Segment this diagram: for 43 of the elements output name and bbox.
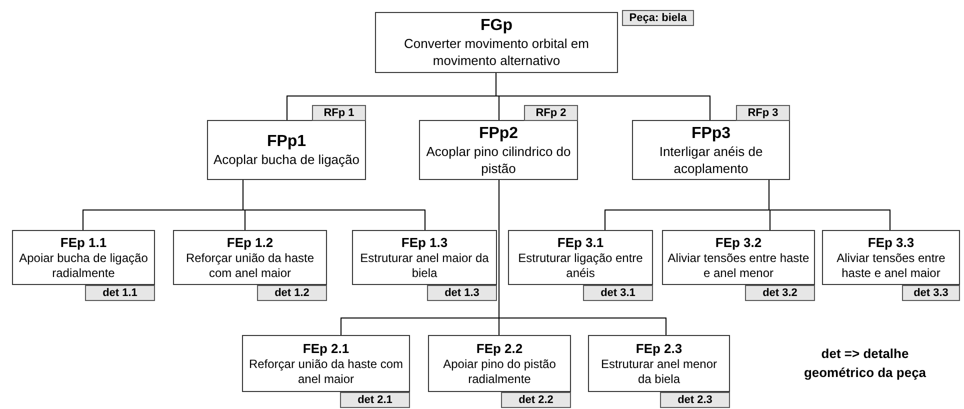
tag-label: RFp 2 xyxy=(524,105,578,121)
box-description: Estruturar anel maior da biela xyxy=(359,250,490,280)
box-heading: FPp2 xyxy=(478,124,518,142)
tag-label: det 2.3 xyxy=(660,392,730,408)
box-description: Interligar anéis de acoplamento xyxy=(658,142,764,176)
tag-label: det 1.3 xyxy=(427,285,497,301)
box-heading: FEp 2.3 xyxy=(636,340,682,356)
tag-label: det 3.3 xyxy=(902,285,960,301)
box-description: Acoplar pino cilindrico do pistão xyxy=(425,142,572,176)
box-heading: FGp xyxy=(480,16,512,35)
tag-label: det 1.1 xyxy=(85,285,155,301)
box-heading: FEp 2.2 xyxy=(476,340,523,356)
box-description: Apoiar pino do pistão radialmente xyxy=(442,356,557,386)
tag-label: det 2.2 xyxy=(501,392,571,408)
note-text: det => detalhe geométrico da peça xyxy=(802,345,928,382)
box-heading: FEp 3.2 xyxy=(715,234,762,250)
box-description: Converter movimento orbital em movimento alternativo xyxy=(403,35,590,69)
connector-line xyxy=(496,72,710,120)
tag-label: det 1.2 xyxy=(257,285,327,301)
tag-label: det 3.2 xyxy=(745,285,815,301)
box-description: Reforçar união da haste com anel maior xyxy=(184,250,316,280)
tag-label: RFp 1 xyxy=(312,105,366,121)
tag-label: det 2.1 xyxy=(340,392,410,408)
box-heading: FEp 2.1 xyxy=(302,340,350,356)
connector-line xyxy=(498,180,666,336)
box-description: Estruturar ligação entre anéis xyxy=(517,250,644,280)
box-heading: FPp3 xyxy=(691,124,731,142)
box-heading: FEp 3.1 xyxy=(557,234,604,250)
box-description: Aliviar tensões entre haste e anel maior xyxy=(836,250,946,280)
tag-label: det 3.1 xyxy=(583,285,653,301)
box-description: Apoiar bucha de ligação radialmente xyxy=(18,250,149,280)
box-heading: FEp 1.3 xyxy=(401,234,448,250)
tag-label: Peça: biela xyxy=(622,10,694,26)
box-description: Reforçar união da haste com anel maior xyxy=(248,356,404,386)
box-description: Acoplar bucha de ligação xyxy=(212,151,360,168)
tag-label: RFp 3 xyxy=(736,105,790,121)
box-heading: FEp 1.1 xyxy=(60,234,107,250)
box-heading: FEp 1.2 xyxy=(226,234,274,250)
box-description: Aliviar tensões entre haste e anel menor xyxy=(666,250,810,280)
box-description: Estruturar anel menor da biela xyxy=(600,356,718,386)
box-heading: FEp 3.3 xyxy=(868,234,914,250)
connector-line xyxy=(242,180,426,230)
box-heading: FPp1 xyxy=(266,132,306,151)
